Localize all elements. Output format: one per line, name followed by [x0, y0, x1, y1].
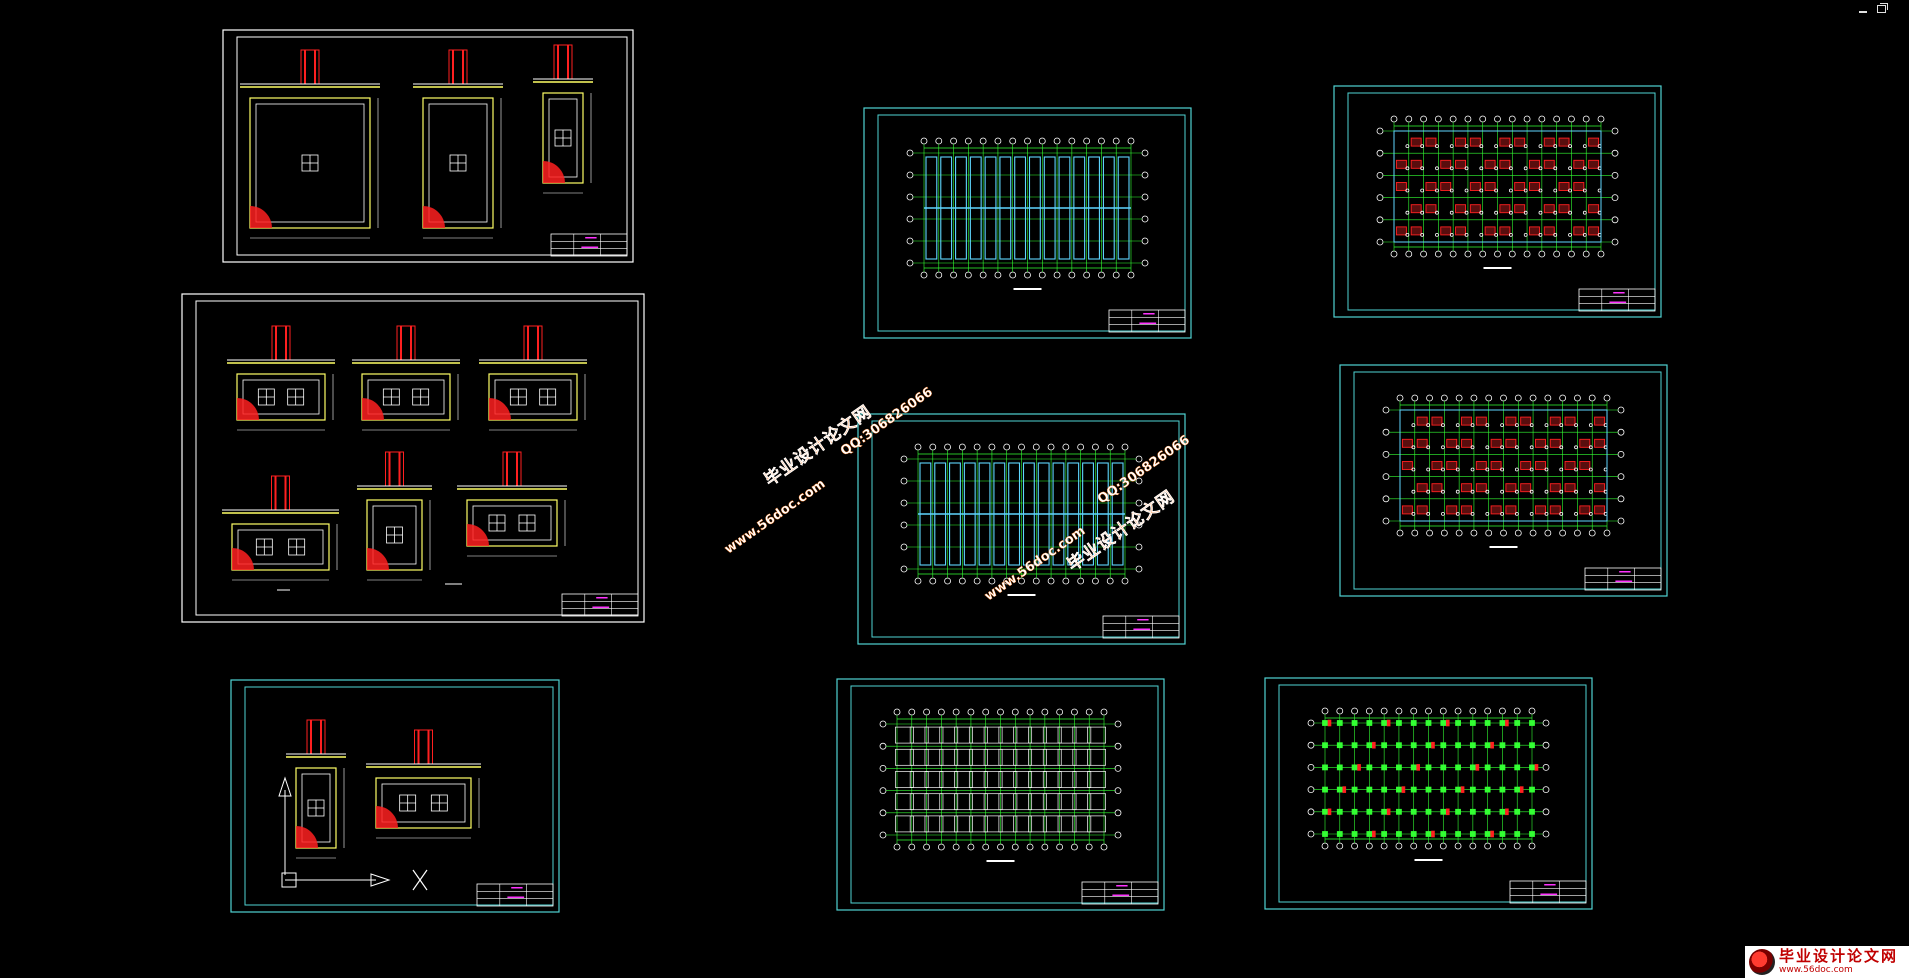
drawing-sheet-foundation-layout-plan[interactable]	[836, 678, 1165, 911]
restore-icon	[1876, 3, 1888, 13]
site-logo: 毕业设计论文网 www.56doc.com	[1745, 946, 1909, 978]
drawing-sheet-beam-layout-plan-2[interactable]	[857, 413, 1186, 645]
restore-button[interactable]	[1873, 2, 1889, 16]
drawing-sheet-foundation-detail-sheet-2[interactable]	[181, 293, 645, 623]
drawing-sheet-foundation-detail-sheet-1[interactable]	[222, 29, 634, 263]
logo-mark-icon	[1749, 949, 1775, 975]
drawing-sheet-beam-layout-plan-1[interactable]	[863, 107, 1192, 339]
minimize-button[interactable]	[1855, 2, 1871, 16]
drawing-sheet-floor-reinforcement-plan-1[interactable]	[1333, 85, 1662, 318]
logo-url: www.56doc.com	[1779, 965, 1853, 975]
drawing-sheet-column-layout-plan[interactable]	[1264, 677, 1593, 910]
drawing-sheet-floor-reinforcement-plan-2[interactable]	[1339, 364, 1668, 597]
drawing-sheet-foundation-detail-sheet-3[interactable]	[230, 679, 560, 913]
minimize-icon	[1859, 11, 1867, 13]
logo-name: 毕业设计论文网	[1779, 947, 1899, 965]
